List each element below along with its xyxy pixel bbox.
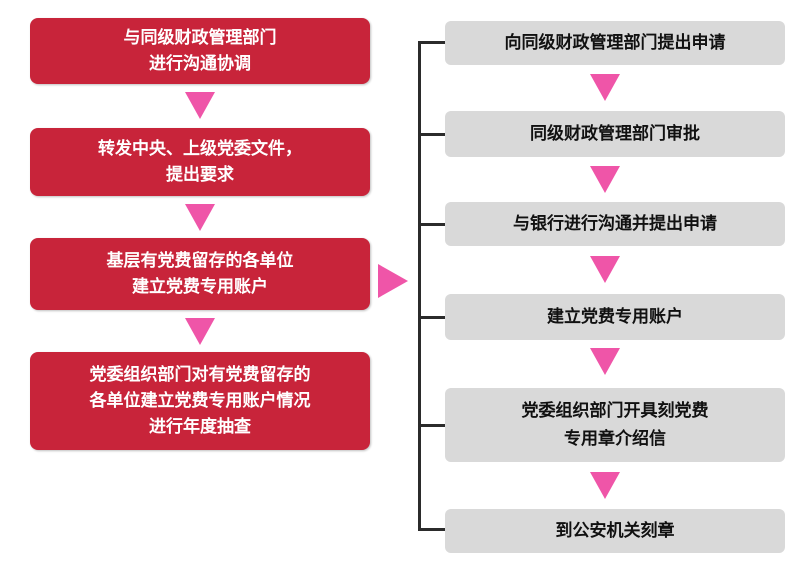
right-step-3: 与银行进行沟通并提出申请	[445, 202, 785, 246]
arrow-down-icon	[590, 472, 620, 499]
right-step-1: 向同级财政管理部门提出申请	[445, 21, 785, 65]
left-step-3: 基层有党费留存的各单位 建立党费专用账户	[30, 238, 370, 310]
arrow-right-icon	[378, 264, 408, 298]
arrow-down-icon	[590, 74, 620, 101]
right-step-5: 党委组织部门开具刻党费 专用章介绍信	[445, 388, 785, 462]
right-step-4-text: 建立党费专用账户	[547, 307, 683, 327]
arrow-down-icon	[590, 348, 620, 375]
right-step-1-text: 向同级财政管理部门提出申请	[504, 33, 726, 53]
left-step-1-text: 与同级财政管理部门 进行沟通协调	[123, 28, 277, 74]
right-step-2-text: 同级财政管理部门审批	[530, 124, 700, 144]
bracket-tick	[418, 316, 445, 319]
left-step-4-text: 党委组织部门对有党费留存的 各单位建立党费专用账户情况 进行年度抽查	[89, 365, 311, 437]
left-step-2-text: 转发中央、上级党委文件， 提出要求	[98, 139, 302, 185]
right-step-6: 到公安机关刻章	[445, 509, 785, 553]
arrow-down-icon	[185, 92, 215, 119]
right-step-6-text: 到公安机关刻章	[555, 521, 675, 541]
left-step-4: 党委组织部门对有党费留存的 各单位建立党费专用账户情况 进行年度抽查	[30, 352, 370, 450]
bracket-tick	[418, 133, 445, 136]
arrow-down-icon	[590, 166, 620, 193]
arrow-down-icon	[185, 204, 215, 231]
right-step-2: 同级财政管理部门审批	[445, 111, 785, 157]
left-step-3-text: 基层有党费留存的各单位 建立党费专用账户	[106, 251, 294, 297]
arrow-down-icon	[185, 318, 215, 345]
right-step-5-text: 党委组织部门开具刻党费 专用章介绍信	[521, 401, 709, 449]
bracket-tick	[418, 528, 445, 531]
right-step-3-text: 与银行进行沟通并提出申请	[513, 214, 717, 234]
left-step-1: 与同级财政管理部门 进行沟通协调	[30, 18, 370, 84]
right-step-4: 建立党费专用账户	[445, 294, 785, 340]
bracket-vertical-line	[418, 42, 421, 530]
bracket-tick	[418, 223, 445, 226]
bracket-tick	[418, 41, 445, 44]
left-step-2: 转发中央、上级党委文件， 提出要求	[30, 128, 370, 196]
arrow-down-icon	[590, 256, 620, 283]
bracket-tick	[418, 424, 445, 427]
